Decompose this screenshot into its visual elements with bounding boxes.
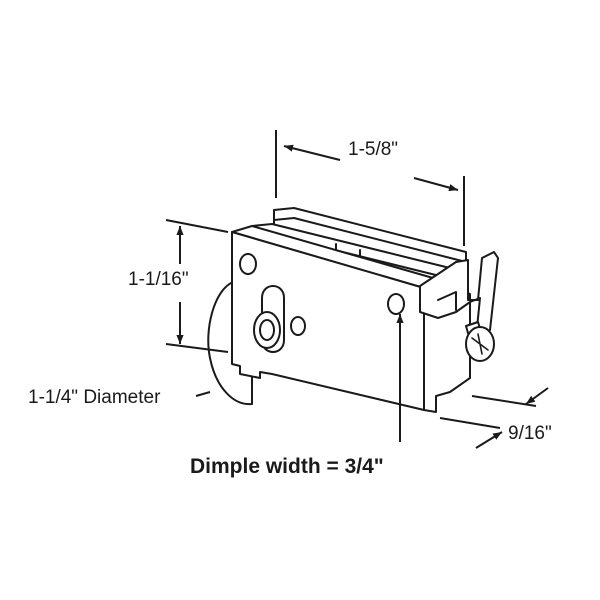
dimple-hole xyxy=(290,316,306,336)
rivet-hole-right xyxy=(387,293,405,315)
length-dimension-label: 1-5/8" xyxy=(348,139,399,160)
adjustment-screw xyxy=(465,321,495,362)
height-dimension-label: 1-1/16" xyxy=(128,269,189,290)
dimple-width-label: Dimple width = 3/4" xyxy=(190,455,384,478)
end-clip-fold xyxy=(437,291,457,311)
rivet-hole-top xyxy=(239,253,257,275)
end-clip xyxy=(419,251,499,339)
wheel-diameter-label: 1-1/4" Diameter xyxy=(28,387,161,408)
axle-slot xyxy=(253,285,285,353)
depth-dimension-label: 9/16" xyxy=(508,423,552,444)
housing-front xyxy=(231,231,425,411)
